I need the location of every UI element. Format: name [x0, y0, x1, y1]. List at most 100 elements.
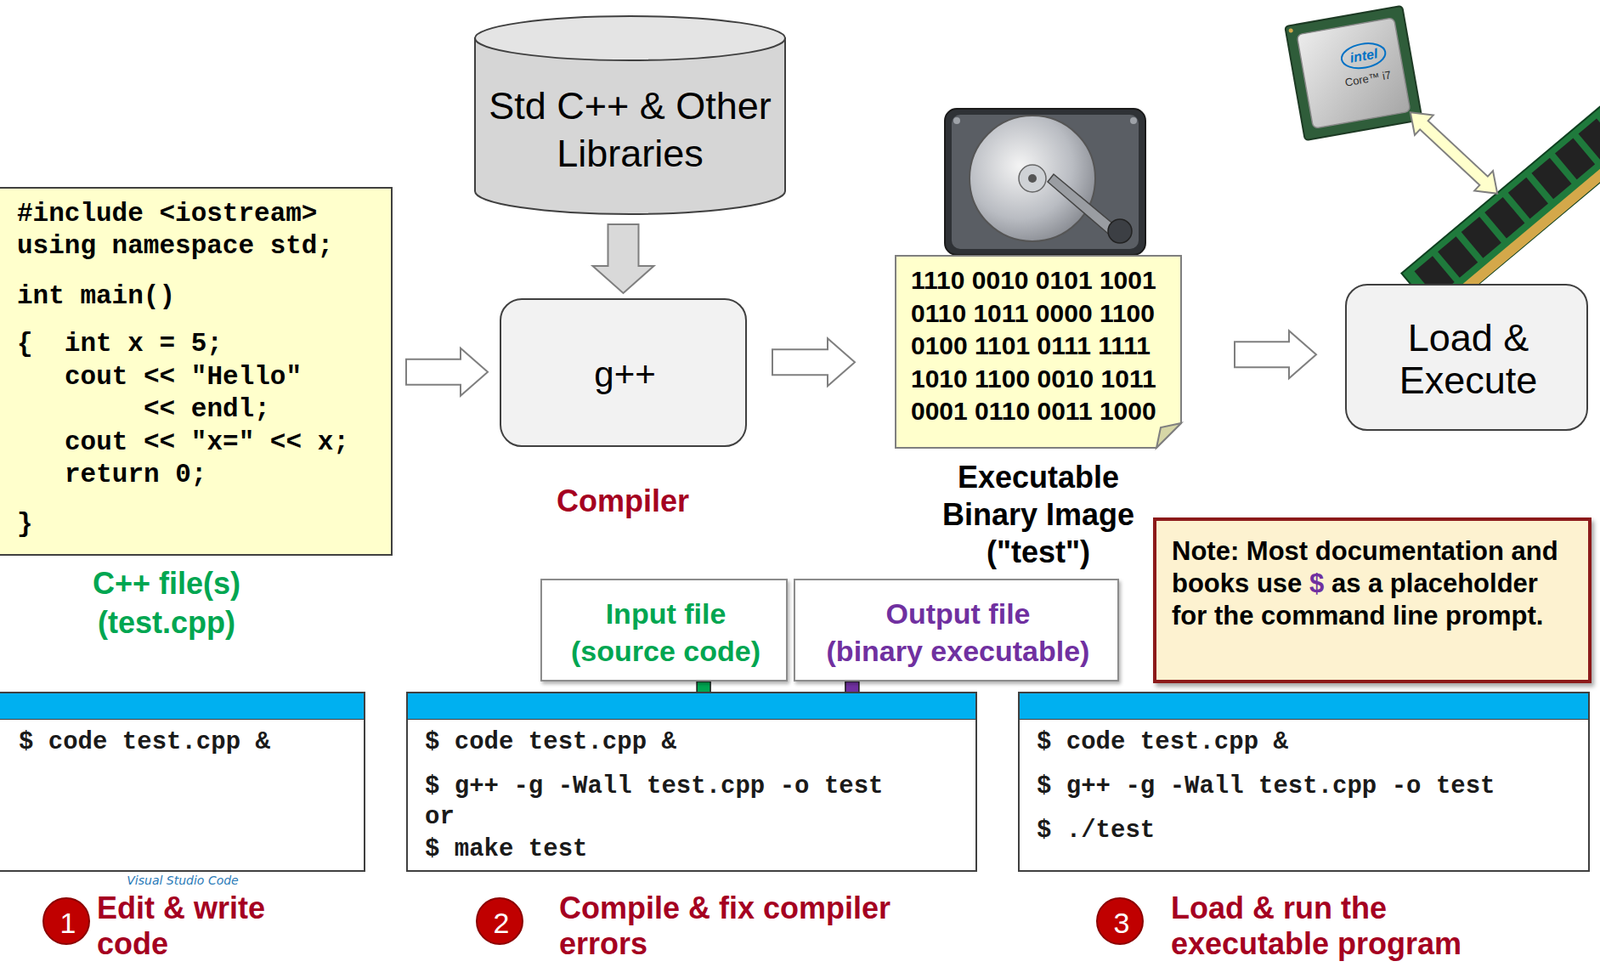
- drive-screw: [953, 117, 961, 125]
- load-execute-box: Load & Execute: [1345, 283, 1589, 431]
- drive-bay: [951, 114, 1139, 249]
- note-fold: [1156, 423, 1182, 448]
- text-block: Std C++ & Other Libraries: [474, 82, 786, 178]
- terminal-window-outline: $ code test.cpp & $ g++ -g -Wall test.cpp…: [1017, 691, 1590, 872]
- binary-line: 1110 0010 0101 1001: [910, 264, 1157, 297]
- flow-arrow: [1234, 330, 1317, 379]
- library-cylinder: Std C++ & Other Libraries: [474, 15, 786, 215]
- output-label: (binary executable): [801, 632, 1116, 670]
- flow-arrow: [593, 224, 655, 294]
- text-block: 3: [1100, 905, 1143, 940]
- text-block: 1: [46, 905, 90, 940]
- binary-image-note: 1110 0010 0101 10010110 1011 0000 110001…: [894, 254, 1182, 449]
- binary-line: 0100 1101 0111 1111: [910, 329, 1151, 362]
- terminal-window-outline: $ code test.cpp &$ g++ -g -Wall test.cpp…: [406, 691, 978, 872]
- drive-actuator: [1108, 219, 1132, 244]
- input-file-label-outline: Input file(source code): [540, 578, 788, 682]
- note-box-outline: Note: Most documentation and books use$a…: [1153, 517, 1592, 684]
- text-block: 2: [480, 905, 523, 940]
- compiler-caption: Compiler: [537, 482, 708, 521]
- code-line: #include <iostream>: [16, 197, 317, 231]
- process-name: Load & Execute: [1374, 316, 1562, 402]
- code-line: cout << "Hello": [64, 361, 302, 394]
- flow-arrow: [406, 348, 488, 396]
- step-caption: Compile & fix compiler errors: [559, 890, 925, 962]
- source-file-box: #include <iostream>using namespace std; i…: [0, 186, 393, 556]
- compiler-name: g++: [519, 353, 732, 396]
- step-number: 2: [475, 897, 524, 945]
- step-number-text: 3: [1100, 905, 1143, 940]
- code-line: cout << "x=" << x;: [64, 426, 350, 459]
- input-label: Input file: [547, 594, 786, 633]
- step-caption: Edit & write code: [96, 890, 301, 962]
- file-caption: C++ file(s) (test.cpp): [64, 564, 269, 643]
- note-sheet: [895, 255, 1182, 448]
- step-number-text: 2: [480, 905, 523, 940]
- library-cylinder-outline: Std C++ & Other Libraries: [474, 15, 786, 215]
- step-number-outline: 2: [475, 897, 524, 945]
- drive-platter: [969, 115, 1096, 242]
- ram-chip: [1578, 118, 1600, 160]
- drive-spindle: [1018, 164, 1046, 193]
- step-number-outline: 1: [42, 897, 91, 945]
- library-name: Std C++ & Other Libraries: [474, 82, 786, 178]
- output-file-label-outline: Output file(binary executable): [793, 578, 1120, 682]
- terminal-line: $ code test.cpp &: [1036, 727, 1289, 758]
- code-line: using namespace std;: [16, 230, 334, 263]
- code-line: int main(): [16, 280, 176, 313]
- code-line: { int x = 5;: [16, 327, 223, 361]
- cpu-pad: [1288, 28, 1294, 34]
- code-line: return 0;: [64, 458, 207, 492]
- step-number: 3: [1096, 897, 1144, 945]
- cpu-picture: [1284, 5, 1422, 141]
- terminal-line: $ ./test: [1036, 815, 1155, 847]
- drive-hub: [1028, 174, 1037, 183]
- title-bar: [407, 693, 976, 720]
- output-file-label: Output file(binary executable): [793, 578, 1120, 682]
- code-line: }: [16, 508, 34, 541]
- memory-bus-arrow: [1401, 102, 1507, 204]
- step-number-text: 1: [46, 905, 90, 940]
- drive-case: [944, 108, 1146, 255]
- text-block: g++: [519, 353, 732, 396]
- text-block: Input file(source code): [547, 594, 786, 670]
- text-block: Output file(binary executable): [801, 594, 1116, 670]
- note-text: $: [1309, 568, 1324, 599]
- drive-screw: [1130, 117, 1137, 125]
- terminal-window: $ code test.cpp &$ g++ -g -Wall test.cpp…: [406, 691, 978, 872]
- load-execute-box-outline: Load & Execute: [1345, 283, 1589, 431]
- binary-caption: Executable Binary Image ("test"): [932, 458, 1145, 572]
- compiler-box: g++Compiler: [499, 298, 747, 447]
- title-bar: [0, 693, 364, 720]
- step-number: 1: [42, 897, 91, 945]
- input-file-label: Input file(source code): [540, 578, 788, 682]
- hard-drive-picture: [944, 108, 1146, 255]
- cpu-heat-spreader: [1296, 17, 1411, 129]
- source-file-box-outline: #include <iostream>using namespace std; i…: [0, 186, 393, 556]
- compiler-box-outline: g++: [499, 298, 747, 447]
- cylinder-top: [474, 16, 786, 61]
- terminal-window: $ code test.cpp & $ g++ -g -Wall test.cpp…: [1017, 691, 1590, 872]
- output-label: Output file: [801, 594, 1116, 633]
- terminal-line: $ code test.cpp &: [18, 727, 271, 758]
- title-bar: [1019, 693, 1589, 720]
- text-block: Note: Most documentation and books use$a…: [1171, 535, 1573, 633]
- binary-line: 1010 1100 0010 1011: [910, 362, 1157, 396]
- binary-image-note-outline: 1110 0010 0101 10010110 1011 0000 110001…: [894, 254, 1182, 449]
- terminal-window-outline: $ code test.cpp &: [0, 691, 366, 872]
- code-line: << endl;: [143, 393, 271, 426]
- step-caption: Load & run the executable program: [1170, 890, 1511, 962]
- cylinder-body: [474, 38, 786, 215]
- terminal-line: $ g++ -g -Wall test.cpp -o test: [1036, 771, 1496, 803]
- input-label: (source code): [547, 632, 786, 670]
- binary-line: 0110 1011 0000 1100: [910, 297, 1155, 330]
- flow-arrow: [772, 338, 855, 386]
- terminal-line: $ make test: [424, 834, 588, 866]
- binary-line: 0001 0110 0011 1000: [910, 395, 1157, 428]
- terminal-window: $ code test.cpp &: [0, 691, 366, 872]
- logo-caption: Visual Studio Code: [110, 872, 255, 888]
- cpu-substrate: [1284, 5, 1422, 141]
- terminal-line: or: [424, 802, 455, 833]
- terminal-line: $ g++ -g -Wall test.cpp -o test: [424, 771, 884, 803]
